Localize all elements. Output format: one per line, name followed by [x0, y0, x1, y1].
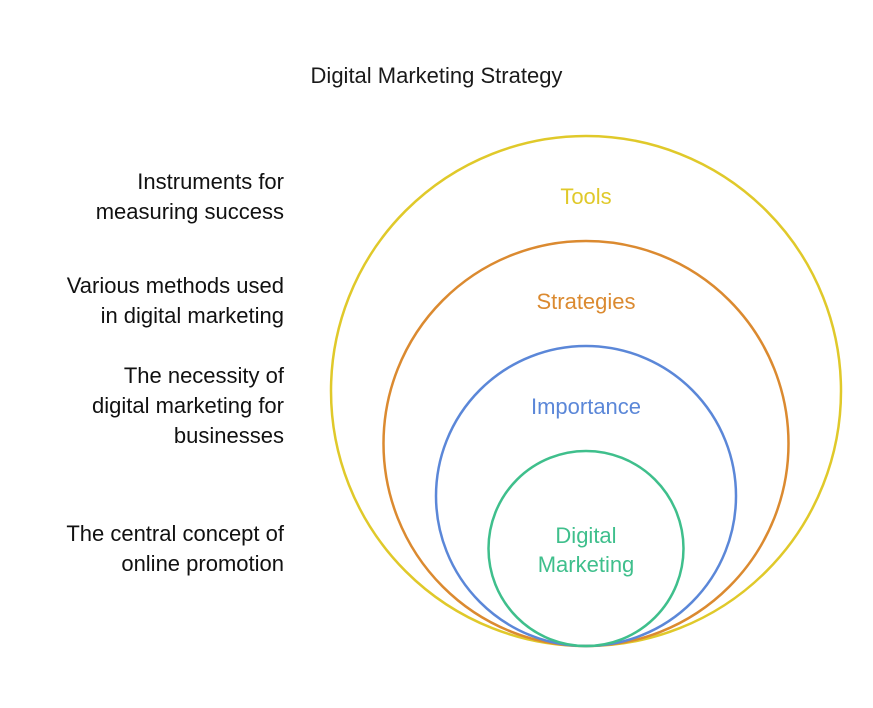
ring-digital-marketing	[487, 449, 685, 648]
layer-description-importance: The necessity of digital marketing for b…	[92, 363, 284, 448]
diagram-title: Digital Marketing Strategy	[310, 63, 563, 88]
ring-label-line: Tools	[560, 184, 611, 209]
ring-label-line: Marketing	[538, 552, 635, 577]
ring-label-line: Strategies	[536, 289, 635, 314]
ring-label-line: Digital	[555, 523, 616, 548]
layer-description-strategies: Various methods used in digital marketin…	[66, 273, 284, 328]
ring-label-tools: Tools	[560, 184, 611, 209]
layer-description-tools: Instruments for measuring success	[95, 169, 284, 224]
ring-label-line: Importance	[531, 394, 641, 419]
layer-description-digital-marketing: The central concept of online promotion	[66, 521, 284, 576]
ring-importance	[434, 344, 738, 648]
ring-label-importance: Importance	[531, 394, 641, 419]
ring-label-strategies: Strategies	[536, 289, 635, 314]
